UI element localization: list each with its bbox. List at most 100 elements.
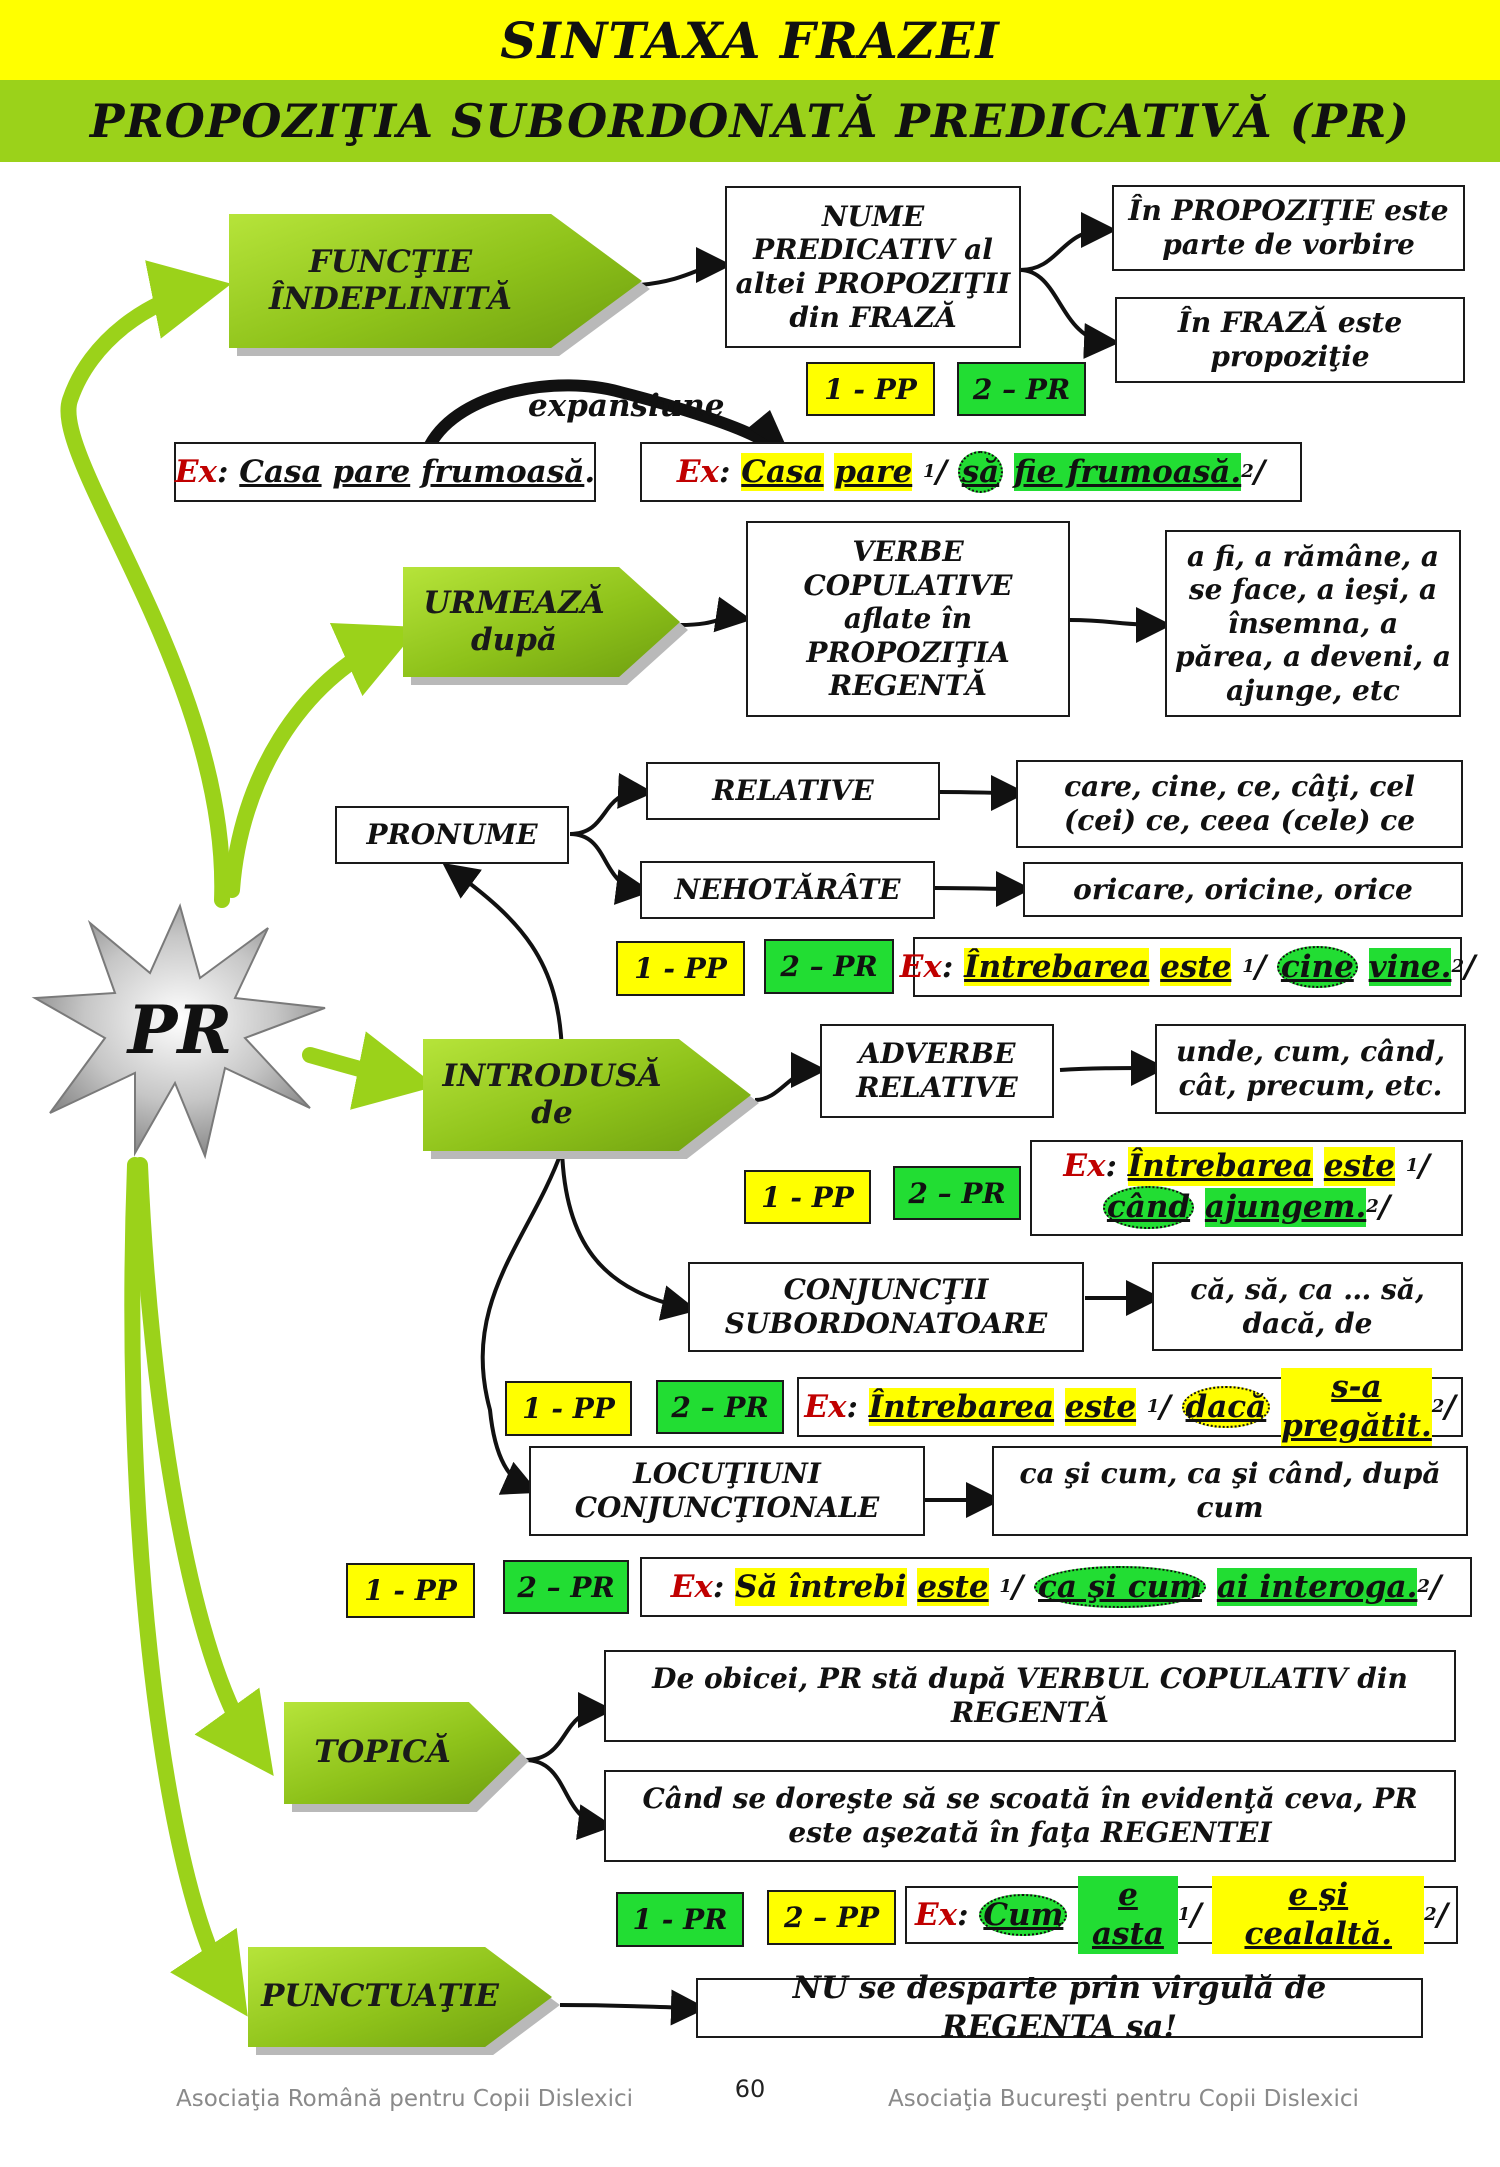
ex-separator: /: [1254, 948, 1267, 985]
label-1-pp: 1 - PP: [505, 1381, 632, 1436]
ex-colon: :: [217, 453, 229, 490]
propozitie-box: În PROPOZIŢIE este parte de vorbire: [1112, 185, 1465, 271]
ex-word: este: [1064, 1387, 1137, 1427]
verbe-list-box: a fi, a rămâne, a se face, a ieşi, a îns…: [1165, 530, 1461, 717]
branch-functie-label: FUNCŢIE ÎNDEPLINITĂ: [269, 243, 512, 317]
ex-connector-word: Cum: [979, 1893, 1068, 1937]
ex-index: 1: [1405, 1155, 1419, 1177]
label-2-pr: 2 – PR: [764, 939, 894, 994]
ex-prefix: Ex: [670, 1568, 713, 1605]
ex-separator: /: [1429, 1568, 1442, 1605]
ex-word: este: [917, 1567, 989, 1607]
ex-separator: /: [1436, 1896, 1448, 1933]
page-title: SINTAXA FRAZEI: [0, 0, 1500, 80]
ex-prefix: Ex: [899, 948, 942, 985]
ex-colon: :: [712, 1568, 725, 1605]
page-subtitle: PROPOZIŢIA SUBORDONATĂ PREDICATIVĂ (PR): [0, 80, 1500, 162]
ex-word: fie frumoasă.: [1014, 452, 1242, 492]
label-2-pr: 2 – PR: [503, 1560, 629, 1614]
topica-rule-2: Când se doreşte să se scoată în evidenţă…: [604, 1770, 1456, 1862]
nume-predicativ-box: NUME PREDICATIV al altei PROPOZIŢII din …: [725, 186, 1021, 348]
ex-word: Întrebarea: [964, 947, 1150, 987]
ex-prefix: Ex: [676, 453, 720, 490]
ex-word: pare: [332, 453, 411, 490]
branch-punctuatie-label: PUNCTUAŢIE: [261, 1978, 499, 2015]
branch-introdusa: INTRODUSĂ de: [423, 1039, 751, 1151]
pr-center-label: PR: [127, 991, 233, 1069]
ex-separator: /: [1253, 453, 1266, 490]
ex-word: Casa: [239, 453, 322, 490]
pr-star-icon: [31, 903, 326, 1160]
label-1-pr: 1 - PR: [616, 1892, 744, 1947]
ex-word: s-a pregătit.: [1281, 1368, 1432, 1446]
ex-prefix: Ex: [804, 1388, 847, 1425]
adverbe-list-box: unde, cum, când, cât, precum, etc.: [1155, 1024, 1466, 1114]
ex-separator: /: [1159, 1388, 1171, 1425]
ex-index: 1: [1146, 1395, 1160, 1417]
relative-box: RELATIVE: [646, 762, 940, 820]
ex-index: 2: [1424, 1903, 1437, 1925]
branch-introdusa-label: INTRODUSĂ de: [442, 1057, 662, 1131]
subtitle-text: PROPOZIŢIA SUBORDONATĂ PREDICATIVĂ (PR): [89, 94, 1411, 148]
punctuatie-rule: NU se desparte prin virgulă de REGENTA s…: [696, 1970, 1423, 2045]
label-1-pp: 1 - PP: [346, 1563, 475, 1618]
ex-prefix: Ex: [1063, 1148, 1106, 1185]
ex-index: 2: [1431, 1395, 1445, 1417]
expansion-label: expansiune: [528, 388, 725, 424]
ex-word: Casa: [741, 452, 824, 492]
nehotarate-box: NEHOTĂRÂTE: [640, 861, 935, 919]
example-adverbe: Ex: Întrebarea este 1/ când ajungem.2/: [1030, 1140, 1463, 1236]
ex-word: ajungem.: [1204, 1188, 1367, 1227]
ex-connector-word: ca şi cum: [1034, 1565, 1207, 1609]
ex-separator: /: [1444, 1388, 1456, 1425]
ex-colon: :: [957, 1896, 969, 1933]
ex-word: e şi cealaltă.: [1212, 1876, 1425, 1954]
ex-prefix: Ex: [915, 1896, 958, 1933]
topica-rule-1: De obicei, PR stă după VERBUL COPULATIV …: [604, 1650, 1456, 1742]
branch-functie: FUNCŢIE ÎNDEPLINITĂ: [229, 214, 642, 348]
page-number: 60: [734, 2075, 766, 2103]
ex-word: e asta: [1078, 1876, 1178, 1954]
example-conjunctii: Ex: Întrebarea este 1/ dacă s-a pregătit…: [797, 1368, 1463, 1446]
ex-index: 1: [1242, 955, 1255, 977]
footer-left: Asociaţia Română pentru Copii Dislexici: [176, 2086, 634, 2112]
branch-topica: TOPICĂ: [284, 1702, 521, 1804]
ex-colon: :: [1105, 1148, 1117, 1185]
example-expanded: Ex: Casa pare 1/ să fie frumoasă.2/: [640, 442, 1302, 502]
branch-topica-label: TOPICĂ: [314, 1734, 451, 1771]
ex-separator: /: [1418, 1148, 1430, 1185]
label-2-pr: 2 – PR: [656, 1380, 784, 1434]
branch-urmeaza: URMEAZĂ după: [403, 567, 680, 677]
label-1-pp: 1 - PP: [806, 362, 935, 416]
ex-index: 2: [1241, 460, 1254, 482]
ex-connector-word: să: [957, 450, 1004, 494]
label-1-pp: 1 - PP: [744, 1170, 871, 1224]
title-text: SINTAXA FRAZEI: [500, 10, 1000, 70]
ex-colon: :: [846, 1388, 858, 1425]
ex-connector-word: când: [1102, 1186, 1195, 1229]
ex-word: ai interoga.: [1216, 1567, 1418, 1607]
label-1-pp: 1 - PP: [616, 941, 745, 996]
relative-list-box: care, cine, ce, câţi, cel (cei) ce, ceea…: [1016, 760, 1463, 848]
ex-word: Întrebarea: [868, 1387, 1055, 1427]
ex-connector-word: cine: [1276, 945, 1358, 989]
ex-word: Întrebarea: [1127, 1147, 1314, 1186]
ex-separator: /: [935, 453, 947, 490]
locutiuni-list-box: ca şi cum, ca şi când, după cum: [992, 1446, 1468, 1536]
ex-dot: .: [584, 453, 596, 490]
label-2-pr: 2 – PR: [957, 362, 1086, 416]
footer-right: Asociaţia Bucureşti pentru Copii Dislexi…: [888, 2086, 1359, 2112]
nehotarate-list-box: oricare, oricine, orice: [1023, 862, 1463, 917]
ex-index: 1: [923, 460, 936, 482]
ex-word: Să întrebi: [735, 1567, 907, 1607]
pronume-box: PRONUME: [335, 806, 569, 864]
ex-word: vine.: [1368, 947, 1452, 987]
ex-word: frumoasă: [421, 453, 585, 490]
adverbe-box: ADVERBE RELATIVE: [820, 1024, 1054, 1118]
branch-urmeaza-label: URMEAZĂ după: [423, 584, 605, 658]
ex-index: 1: [999, 1575, 1012, 1597]
ex-index: 2: [1366, 1196, 1379, 1218]
ex-index: 1: [1177, 1903, 1191, 1925]
ex-separator: /: [1190, 1896, 1202, 1933]
